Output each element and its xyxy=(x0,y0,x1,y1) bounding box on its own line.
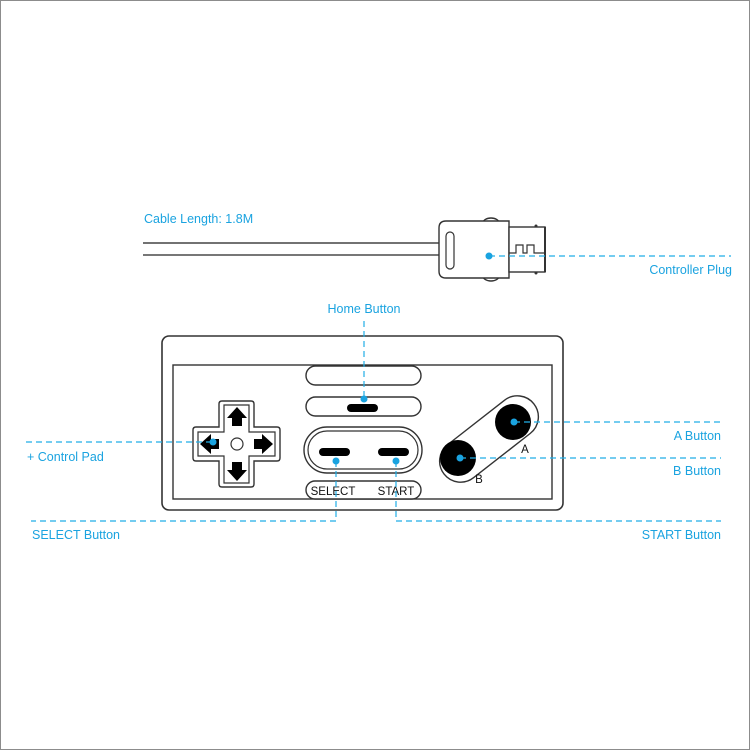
controller-plug-marker xyxy=(485,252,493,260)
plug-grip-slot xyxy=(445,231,455,270)
controller-plug xyxy=(438,217,546,282)
control-pad-marker xyxy=(209,438,217,446)
cable-length-label: Cable Length: 1.8M xyxy=(144,212,253,226)
home-button[interactable] xyxy=(347,404,378,412)
plug-pin-bottom xyxy=(534,271,538,275)
b-button-label: B Button xyxy=(673,464,721,478)
a-button-label: A Button xyxy=(674,429,721,443)
dpad-outer xyxy=(192,400,281,488)
start-button-marker xyxy=(392,457,400,465)
select-button[interactable] xyxy=(319,448,350,456)
home-button-label: Home Button xyxy=(328,302,401,316)
start-button-leader xyxy=(395,461,721,522)
select-start-label-plate xyxy=(305,480,422,500)
a-button-marker xyxy=(510,418,518,426)
select-button-label: SELECT Button xyxy=(32,528,120,542)
cable xyxy=(143,242,441,256)
select-device-text: SELECT xyxy=(311,486,356,498)
start-button[interactable] xyxy=(378,448,409,456)
select-start-housing-inner xyxy=(307,430,419,470)
start-button-label: START Button xyxy=(642,528,721,542)
plug-teeth xyxy=(509,244,545,254)
dpad-down-arrow-icon[interactable] xyxy=(227,462,247,481)
select-button-leader xyxy=(31,461,337,522)
home-button-marker xyxy=(360,395,368,403)
dpad-inner xyxy=(197,404,276,484)
b-device-text: B xyxy=(475,474,483,486)
a-device-text: A xyxy=(521,444,529,456)
select-button-marker xyxy=(332,457,340,465)
dpad-right-arrow-icon[interactable] xyxy=(254,434,273,454)
controller-plug-label: Controller Plug xyxy=(649,263,732,277)
control-pad-label: + Control Pad xyxy=(27,450,104,464)
dpad-up-arrow-icon[interactable] xyxy=(227,407,247,426)
plug-body xyxy=(438,220,510,279)
b-button-marker xyxy=(456,454,464,462)
plug-pin-top xyxy=(534,224,538,228)
dpad-center xyxy=(230,437,244,451)
